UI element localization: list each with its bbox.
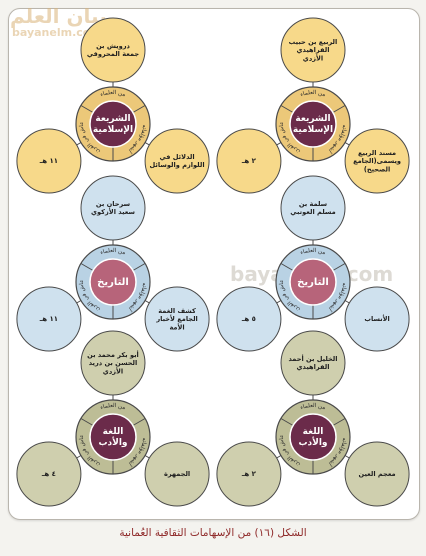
watermark-arabic: بيان العلم xyxy=(10,4,107,28)
book-title: الأمة xyxy=(169,322,184,331)
book-node xyxy=(144,286,210,352)
scholar-name: درويش بن xyxy=(96,42,130,50)
scholar-name: الأزدي xyxy=(103,366,123,375)
book-title: الصحيح) xyxy=(364,165,390,173)
ring-label-top: من العلماء xyxy=(100,248,127,256)
core-title: اللغة xyxy=(303,427,324,437)
ring-divider xyxy=(280,263,294,271)
century-node xyxy=(16,441,82,507)
scholar-name: الحسن بن دريد xyxy=(89,359,138,367)
century-value: ١١ هـ xyxy=(39,157,58,165)
core-title: التاريخ xyxy=(97,277,129,288)
scholar-node xyxy=(280,175,346,241)
ring-label-top: من العلماء xyxy=(300,248,327,256)
century-node xyxy=(216,441,282,507)
book-title: الجامع لأخبار xyxy=(155,314,197,323)
core-circle xyxy=(289,258,337,306)
watermark-url: bayanelm.com xyxy=(12,26,102,39)
scholar-name: الخليل بن أحمد xyxy=(289,354,338,363)
book-title: الأنساب xyxy=(364,314,389,323)
scholar-name: الربيع بن حبيب xyxy=(289,38,338,46)
ring-divider xyxy=(280,418,294,426)
core-title: الإسلامية xyxy=(293,125,333,135)
century-value: ٢ هـ xyxy=(241,470,257,478)
book-title: ويسمى(الجامع xyxy=(353,157,401,165)
scholar-name: سعيد الأزكوي xyxy=(91,207,135,216)
ring-divider xyxy=(332,105,346,113)
core-title: الإسلامية xyxy=(93,125,133,135)
book-title: مسند الربيع xyxy=(358,149,396,157)
scholar-node xyxy=(280,17,346,83)
book-title: معجم العين xyxy=(359,470,396,478)
century-value: ٤ هـ xyxy=(41,470,56,478)
figure-caption: الشكل (١٦) من الإسهامات الثقافية العُمان… xyxy=(119,527,307,539)
ring-divider xyxy=(332,263,346,271)
ring-divider xyxy=(280,105,294,113)
ring-divider xyxy=(80,263,94,271)
book-node xyxy=(344,441,410,507)
ring-divider xyxy=(132,105,146,113)
scholar-name: مسلم العوتبي xyxy=(290,208,335,216)
core-title: والأدب xyxy=(298,436,327,448)
core-title: والأدب xyxy=(98,436,127,448)
century-value: ٥ هـ xyxy=(241,315,256,323)
century-value: ٢ هـ xyxy=(241,157,257,165)
ring-divider xyxy=(80,105,94,113)
book-title: الدلائل في xyxy=(160,153,195,161)
ring-divider xyxy=(132,263,146,271)
scholar-name: سرحان بن xyxy=(96,200,130,208)
scholar-node xyxy=(80,175,146,241)
ring-divider xyxy=(80,418,94,426)
century-node xyxy=(216,128,282,194)
core-circle xyxy=(89,413,137,461)
scholar-name: الفراهيدي xyxy=(297,363,330,371)
book-node xyxy=(344,128,410,194)
book-title: اللوازم والوسائل xyxy=(150,161,205,169)
ring-divider xyxy=(332,418,346,426)
scholar-name: جمعة المحروقي xyxy=(87,50,140,58)
core-circle xyxy=(89,258,137,306)
book-node xyxy=(344,286,410,352)
book-title: الجمهرة xyxy=(164,470,190,478)
century-node xyxy=(216,286,282,352)
core-circle xyxy=(89,100,137,148)
ring-label-top: من العلماء xyxy=(100,403,127,411)
scholar-name: الأزدي xyxy=(303,53,323,62)
century-value: ١١ هـ xyxy=(39,315,58,323)
core-title: التاريخ xyxy=(297,277,329,288)
core-circle xyxy=(289,100,337,148)
scholar-node xyxy=(80,330,146,396)
ring-label-top: من العلماء xyxy=(300,90,327,98)
core-title: الشريعة xyxy=(295,114,330,124)
scholar-name: سلمة بن xyxy=(299,200,327,208)
scholar-name: أبو بكر محمد بن xyxy=(87,350,139,359)
ring-divider xyxy=(132,418,146,426)
book-title: كشف الغمة xyxy=(158,307,196,315)
scholar-node xyxy=(280,330,346,396)
ring-label-top: من العلماء xyxy=(100,90,127,98)
scholar-name: الفراهيدي xyxy=(297,46,330,54)
core-circle xyxy=(289,413,337,461)
core-title: الشريعة xyxy=(95,114,130,124)
book-node xyxy=(144,441,210,507)
book-node xyxy=(144,128,210,194)
century-node xyxy=(16,128,82,194)
ring-label-top: من العلماء xyxy=(300,403,327,411)
century-node xyxy=(16,286,82,352)
scholar-node xyxy=(80,17,146,83)
core-title: اللغة xyxy=(103,427,124,437)
